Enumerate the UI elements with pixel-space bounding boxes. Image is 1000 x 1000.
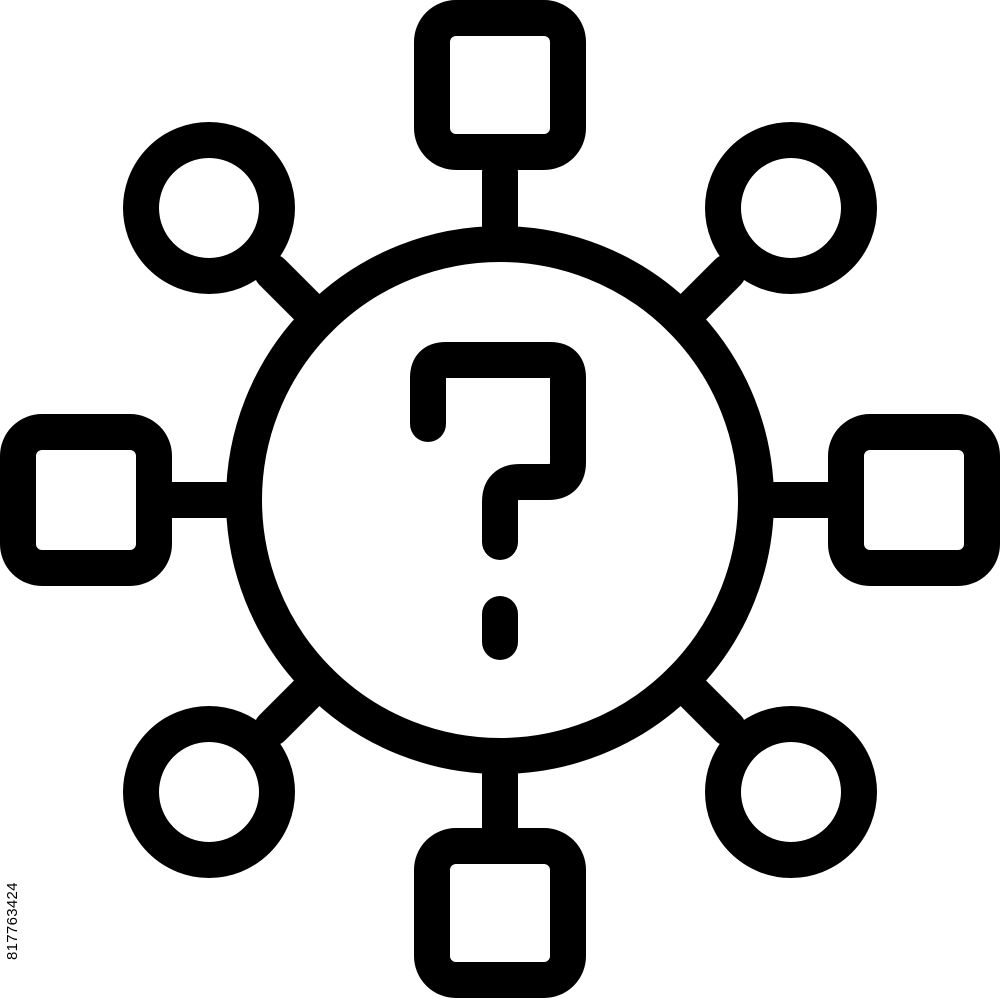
node-circle-bottom-right (705, 706, 877, 878)
node-square-bottom (414, 828, 586, 998)
connector-bottom-left (254, 663, 337, 746)
node-circle-top-right (705, 122, 877, 294)
stock-id-label: 817763424 (4, 882, 21, 960)
node-circle-top-left (123, 122, 295, 294)
connector-top-right (663, 254, 746, 337)
node-square-left (0, 414, 172, 586)
node-circle-bottom-left (123, 706, 295, 878)
node-square-top (414, 0, 586, 170)
node-square-right (828, 414, 1000, 586)
connector-bottom-right (663, 663, 746, 746)
question-mark-icon (410, 342, 586, 560)
connector-top-left (254, 254, 337, 337)
